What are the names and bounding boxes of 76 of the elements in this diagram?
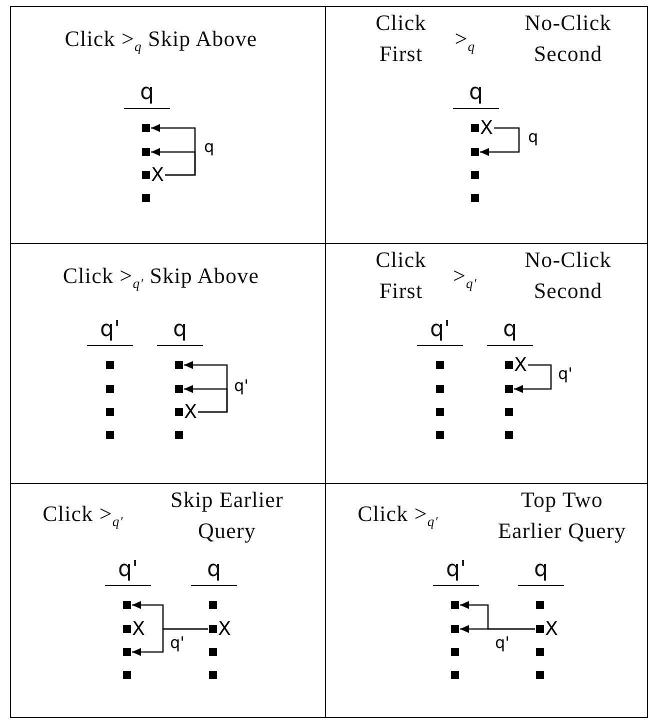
- result-square: [436, 408, 444, 416]
- click-mark: X: [184, 402, 198, 422]
- result-square: [142, 124, 150, 132]
- result-square: [471, 194, 479, 202]
- result-square: [209, 648, 217, 656]
- result-square: [123, 648, 131, 656]
- click-mark: X: [132, 619, 146, 639]
- arrow: [460, 625, 535, 633]
- panel-title: >$_{q′}$: [452, 262, 478, 293]
- column-header: q: [487, 320, 533, 346]
- result-square: [106, 385, 114, 393]
- arrow: [480, 127, 520, 156]
- diagram-panel: [325, 6, 648, 244]
- arrow: [514, 364, 552, 393]
- result-square: [536, 648, 544, 656]
- result-square: [536, 601, 544, 609]
- column-header: q: [518, 560, 564, 586]
- result-square: [471, 171, 479, 179]
- result-square: [175, 431, 183, 439]
- diagram-panel: [325, 483, 648, 718]
- panel-title: Click >$_{q′}$: [356, 500, 440, 531]
- panel-title: Click >$_{q}$ Skip Above: [64, 25, 258, 56]
- click-mark: X: [151, 165, 164, 185]
- arrow: [184, 385, 228, 413]
- click-mark: X: [545, 619, 558, 639]
- column-header: q': [105, 560, 151, 586]
- click-mark: X: [218, 619, 232, 639]
- panel-title: Click First: [374, 9, 428, 68]
- result-square: [209, 601, 217, 609]
- result-square: [106, 431, 114, 439]
- result-square: [209, 671, 217, 679]
- result-square: [436, 361, 444, 369]
- column-header: q: [453, 83, 499, 109]
- result-square: [471, 148, 479, 156]
- result-square: [175, 361, 183, 369]
- result-square: [123, 671, 131, 679]
- result-square: [536, 671, 544, 679]
- column-header: q': [417, 320, 463, 346]
- result-square: [505, 408, 513, 416]
- edge-label: q': [169, 634, 186, 652]
- panel-title: Click >$_{q′}$: [42, 500, 124, 531]
- result-square: [436, 431, 444, 439]
- result-square: [436, 385, 444, 393]
- arrow: [151, 148, 196, 176]
- edge-label: q': [233, 377, 250, 395]
- panel-title: Skip Earlier Query: [170, 486, 284, 545]
- result-square: [451, 648, 459, 656]
- result-square: [175, 385, 183, 393]
- column-header: q': [433, 560, 479, 586]
- result-square: [451, 671, 459, 679]
- column-header: q: [124, 83, 170, 109]
- panel-title: Click >$_{q′}$ Skip Above: [62, 262, 260, 293]
- diagram-panel: [10, 6, 326, 244]
- panel-title: No-Click Second: [524, 246, 612, 305]
- panel-title: >$_{q}$: [454, 25, 476, 56]
- result-square: [106, 361, 114, 369]
- result-square: [505, 431, 513, 439]
- result-square: [123, 601, 131, 609]
- click-mark: X: [480, 118, 494, 138]
- column-header: q': [87, 320, 133, 346]
- column-header: q: [157, 320, 203, 346]
- panel-title: No-Click Second: [524, 9, 612, 68]
- result-square: [451, 601, 459, 609]
- diagram-panel: [10, 483, 326, 718]
- click-mark: X: [514, 355, 528, 375]
- edge-label: q': [557, 365, 574, 383]
- column-header: q: [191, 560, 237, 586]
- result-square: [505, 385, 513, 393]
- result-square: [451, 625, 459, 633]
- panel-title: Top Two Earlier Query: [496, 486, 628, 545]
- result-square: [142, 148, 150, 156]
- edge-label: q': [494, 634, 511, 652]
- panel-title: Click First: [374, 246, 428, 305]
- result-square: [142, 194, 150, 202]
- arrow: [132, 628, 208, 656]
- result-square: [106, 408, 114, 416]
